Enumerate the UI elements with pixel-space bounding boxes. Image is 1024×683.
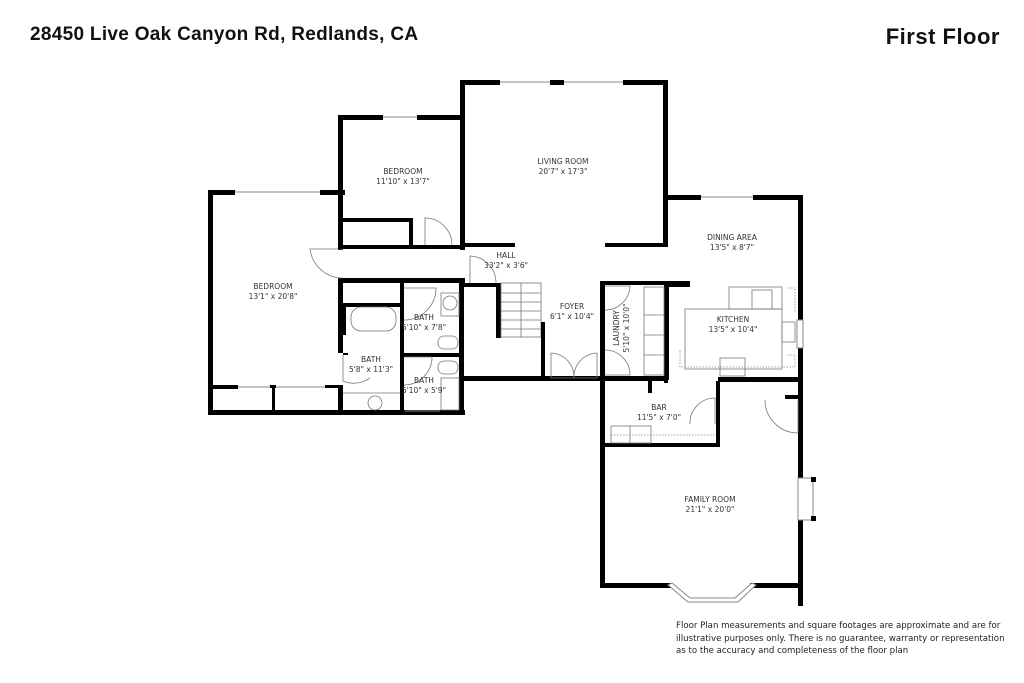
toilet-icon bbox=[437, 360, 459, 375]
room-dimensions: 11'5" x 7'0" bbox=[636, 413, 682, 422]
disclaimer: Floor Plan measurements and square foota… bbox=[676, 620, 1016, 658]
disclaimer-line: as to the accuracy and completeness of t… bbox=[676, 646, 909, 656]
room-dimensions: 5'10" x 7'8" bbox=[401, 323, 447, 332]
room-name: BATH bbox=[361, 355, 381, 364]
room-name: BEDROOM bbox=[383, 167, 423, 176]
room-label-dining-area: DINING AREA 13'5" x 8'7" bbox=[707, 233, 757, 253]
room-name: FAMILY ROOM bbox=[684, 495, 736, 504]
dining-kitchen-walls bbox=[665, 195, 803, 606]
room-name: BAR bbox=[651, 403, 667, 412]
floor-title: First Floor bbox=[885, 24, 1000, 49]
bedroom-top-walls bbox=[338, 80, 465, 250]
sink-icon bbox=[367, 395, 383, 411]
room-dimensions: 5'10" x 10'0" bbox=[622, 303, 631, 353]
room-name: LAUNDRY bbox=[612, 310, 621, 346]
room-label-family-room: FAMILY ROOM 21'1" x 20'0" bbox=[684, 495, 735, 515]
room-label-hall: HALL 33'2" x 3'6" bbox=[484, 251, 528, 271]
room-label-bath-3: BATH 5'10" x 5'9" bbox=[402, 376, 446, 396]
room-name: LIVING ROOM bbox=[537, 157, 589, 166]
staircase bbox=[460, 282, 545, 380]
room-dimensions: 33'2" x 3'6" bbox=[483, 261, 529, 270]
room-label-foyer: FOYER 6'1" x 10'4" bbox=[550, 302, 594, 322]
room-dimensions: 13'5" x 10'4" bbox=[708, 325, 758, 334]
room-label-bath-2: BATH 5'8" x 11'3" bbox=[349, 355, 393, 375]
room-name: FOYER bbox=[559, 302, 585, 311]
property-address: 28450 Live Oak Canyon Rd, Redlands, CA bbox=[30, 24, 419, 45]
bath-walls bbox=[338, 278, 602, 413]
door-swing bbox=[309, 248, 344, 279]
room-name: BATH bbox=[414, 313, 434, 322]
front-door bbox=[550, 352, 575, 379]
room-dimensions: 20'7" x 17'3" bbox=[538, 167, 588, 176]
room-name: BATH bbox=[414, 376, 434, 385]
room-label-bath-1: BATH 5'10" x 7'8" bbox=[402, 313, 446, 333]
room-label-bar: BAR 11'5" x 7'0" bbox=[637, 403, 681, 423]
room-dimensions: 11'10" x 13'7" bbox=[376, 177, 430, 186]
room-label-bedroom-2: BEDROOM 11'10" x 13'7" bbox=[376, 167, 430, 187]
family-room-walls bbox=[600, 583, 803, 588]
room-dimensions: 21'1" x 20'0" bbox=[685, 505, 735, 514]
room-dimensions: 5'8" x 11'3" bbox=[348, 365, 394, 374]
room-name: KITCHEN bbox=[716, 315, 750, 324]
room-name: HALL bbox=[496, 251, 516, 260]
living-room-walls bbox=[460, 80, 701, 247]
room-dimensions: 13'5" x 8'7" bbox=[709, 243, 755, 252]
bar-walls bbox=[600, 381, 803, 588]
room-dimensions: 6'1" x 10'4" bbox=[549, 312, 595, 321]
room-label-kitchen: KITCHEN 13'5" x 10'4" bbox=[709, 315, 758, 335]
toilet-icon bbox=[437, 335, 459, 350]
room-label-living-room: LIVING ROOM 20'7" x 17'3" bbox=[537, 157, 588, 177]
room-label-laundry: LAUNDRY 5'10" x 10'0" bbox=[612, 304, 632, 353]
room-name: BEDROOM bbox=[253, 282, 293, 291]
bathtub-icon bbox=[350, 306, 397, 332]
disclaimer-line: illustrative purposes only. There is no … bbox=[676, 633, 1005, 644]
room-name: DINING AREA bbox=[707, 233, 757, 242]
room-dimensions: 5'10" x 5'9" bbox=[401, 386, 447, 395]
laundry-walls bbox=[600, 281, 690, 383]
room-dimensions: 13'1" x 20'8" bbox=[248, 292, 298, 301]
room-label-bedroom-1: BEDROOM 13'1" x 20'8" bbox=[249, 282, 298, 302]
disclaimer-line: Floor Plan measurements and square foota… bbox=[676, 621, 1001, 631]
sink-icon bbox=[442, 295, 458, 311]
